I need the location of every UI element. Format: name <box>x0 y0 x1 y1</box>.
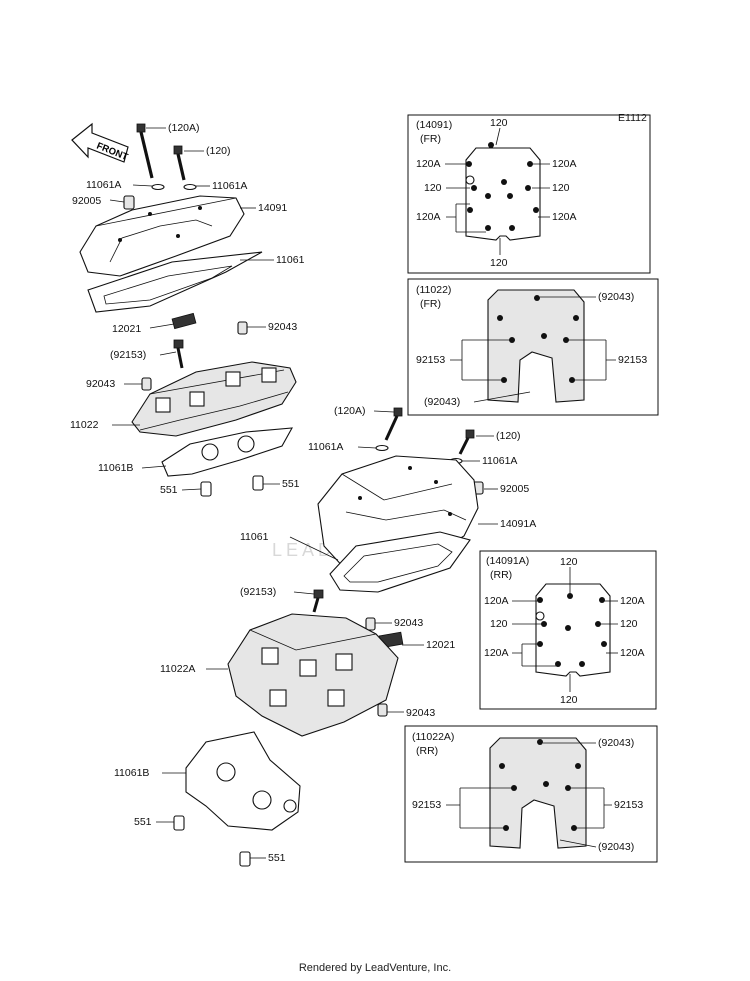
dowel-551-upper-left <box>200 481 212 497</box>
label-92153-upper: (92153) <box>110 349 146 361</box>
dowel-551-lower-left <box>173 815 185 831</box>
label-551-upper-right: 551 <box>282 478 300 490</box>
washer-11061A-left <box>151 183 165 191</box>
bolt-92153-upper <box>173 339 184 369</box>
label-92005-lower: 92005 <box>500 483 529 495</box>
label-11061A-lower-right: 11061A <box>482 455 517 467</box>
inset-14091A-rr: (14091A) (RR) 120 120A 120A 120 120 120A… <box>479 550 657 710</box>
label-92043-upper-left: 92043 <box>86 378 115 390</box>
label-11061B-upper: 11061B <box>98 462 133 474</box>
bolt-120-upper <box>173 145 186 181</box>
inset-14091A-title: (14091A) <box>486 555 529 567</box>
front-arrow-icon: FRONT <box>71 122 130 163</box>
inset-14091-label-r1: 120A <box>552 158 577 170</box>
label-120A-upper: (120A) <box>168 122 200 134</box>
inset-11022A-sub: (RR) <box>416 745 438 757</box>
inset-11022-title: (11022) <box>416 284 451 296</box>
cylinder-head-11022 <box>131 361 297 437</box>
label-12021-upper: 12021 <box>112 323 141 335</box>
washer-11061A-right <box>183 183 197 191</box>
inset-14091A-label-bottom: 120 <box>560 694 578 706</box>
inset-14091A-label-l1: 120A <box>484 595 509 607</box>
label-551-lower-left: 551 <box>134 816 152 828</box>
inset-11022-label-92043-top: (92043) <box>598 291 634 303</box>
bracket-12021-upper <box>171 312 197 330</box>
label-14091: 14091 <box>258 202 287 214</box>
gasket-11061B-upper <box>161 427 293 477</box>
gasket-11061B-lower <box>185 731 301 831</box>
inset-11022A-label-92043-top: (92043) <box>598 737 634 749</box>
inset-14091-fr: (14091) (FR) 120 120A 120A 120 120 120A … <box>407 114 651 274</box>
label-11022A: 11022A <box>160 663 195 675</box>
footer-credit: Rendered by LeadVenture, Inc. <box>298 962 452 974</box>
inset-14091-sub: (FR) <box>420 133 441 145</box>
label-92043-lower-bottom: 92043 <box>406 707 435 719</box>
inset-11022A-title: (11022A) <box>412 731 454 743</box>
inset-14091A-label-r2: 120 <box>620 618 638 630</box>
cylinder-head-11022A <box>227 613 399 737</box>
label-551-upper-left: 551 <box>160 484 178 496</box>
dowel-92043-lower-bottom <box>377 703 388 717</box>
bolt-120A-lower <box>384 407 403 441</box>
inset-14091-label-l3: 120A <box>416 211 441 223</box>
inset-11022A-label-92043-bottom: (92043) <box>598 841 634 853</box>
inset-11022-fr: (11022) (FR) (92043) 92153 92153 (92043) <box>407 278 659 416</box>
inset-14091-label-l1: 120A <box>416 158 441 170</box>
washer-11061A-lower-left <box>375 444 389 452</box>
inset-14091A-sub: (RR) <box>490 569 512 581</box>
label-11061-lower: 11061 <box>240 531 269 543</box>
label-120-upper: (120) <box>206 145 231 157</box>
label-11061A-upper-left: 11061A <box>86 179 121 191</box>
labels-lower: (120A) 11061A (120) 11061A 92005 14091A … <box>114 405 536 864</box>
label-14091A: 14091A <box>500 518 536 530</box>
dowel-92043-upper-top <box>237 321 248 335</box>
label-11061A-lower-left: 11061A <box>308 441 343 453</box>
bolt-120-lower <box>458 429 475 455</box>
dowel-551-lower-right <box>239 851 251 867</box>
inset-11022-label-92043-bottom: (92043) <box>424 396 460 408</box>
inset-14091A-label-top: 120 <box>560 556 578 568</box>
bolt-120A-upper <box>136 123 154 179</box>
inset-11022-label-92153-right: 92153 <box>618 354 647 366</box>
inset-14091-label-r2: 120 <box>552 182 570 194</box>
label-11061B-lower: 11061B <box>114 767 149 779</box>
inset-11022A-rr: (11022A) (RR) (92043) 92153 92153 (92043… <box>404 725 658 863</box>
label-92043-upper-top: 92043 <box>268 321 297 333</box>
label-92043-lower-top: 92043 <box>394 617 423 629</box>
inset-14091-label-top: 120 <box>490 117 508 129</box>
dowel-92005-upper <box>123 195 135 210</box>
inset-14091A-label-r1: 120A <box>620 595 645 607</box>
label-11061-upper: 11061 <box>276 254 305 266</box>
gasket-11061-upper <box>87 251 263 313</box>
inset-14091-label-l2: 120 <box>424 182 442 194</box>
inset-14091-title: (14091) <box>416 119 452 131</box>
inset-14091-label-r3: 120A <box>552 211 577 223</box>
inset-14091-label-bottom: 120 <box>490 257 508 269</box>
diagram-code: E1112 <box>618 112 647 124</box>
dowel-92043-upper-left <box>141 377 152 391</box>
label-551-lower-right: 551 <box>268 852 286 864</box>
label-120A-lower: (120A) <box>334 405 366 417</box>
inset-14091A-label-l3: 120A <box>484 647 509 659</box>
label-92153-lower: (92153) <box>240 586 276 598</box>
label-11022: 11022 <box>70 419 99 431</box>
gasket-11061-lower <box>329 531 471 593</box>
inset-11022-label-92153-left: 92153 <box>416 354 445 366</box>
label-120-lower: (120) <box>496 430 521 442</box>
inset-14091A-label-r3: 120A <box>620 647 645 659</box>
inset-11022A-label-92153-right: 92153 <box>614 799 643 811</box>
inset-11022-sub: (FR) <box>420 298 441 310</box>
label-12021-lower: 12021 <box>426 639 455 651</box>
cylinder-head-cover-14091 <box>79 195 245 277</box>
bolt-92153-lower <box>312 589 324 613</box>
inset-11022A-label-92153-left: 92153 <box>412 799 441 811</box>
label-11061A-upper-right: 11061A <box>212 180 247 192</box>
dowel-92043-lower-top <box>365 617 376 631</box>
dowel-551-upper-right <box>252 475 264 491</box>
labels-upper: (120A) (120) 11061A 11061A 92005 14091 1… <box>70 122 305 496</box>
label-92005-upper: 92005 <box>72 195 101 207</box>
inset-14091A-label-l2: 120 <box>490 618 508 630</box>
